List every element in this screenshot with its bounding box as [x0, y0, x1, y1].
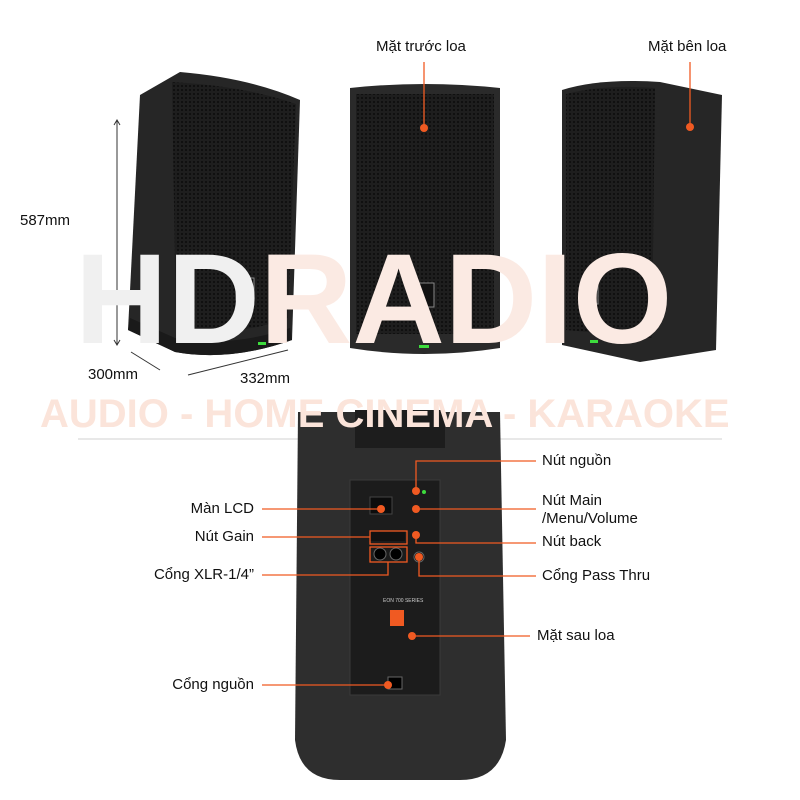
label-xlr: Cổng XLR-1/4”: [153, 566, 254, 583]
width-dimension: 332mm: [240, 370, 291, 387]
label-rear-panel: Mặt sau loa: [537, 627, 615, 644]
front-view-label: Mặt trước loa: [376, 38, 466, 55]
callout-dots: [377, 123, 694, 689]
divider: [440, 438, 722, 440]
dimension-arrows: [113, 119, 289, 376]
label-power-button: Nút nguồn: [542, 452, 612, 469]
series-label: EON 700 SERIES: [383, 598, 424, 604]
divider: [78, 438, 440, 440]
label-main-button-2: /Menu/Volume: [542, 510, 638, 527]
speaker-front-view: [350, 84, 500, 354]
label-lcd: Màn LCD: [190, 500, 254, 517]
label-gain: Nút Gain: [194, 528, 254, 545]
speaker-rear-view: [295, 410, 506, 780]
watermark-tagline: AUDIO - HOME CINEMA - KARAOKE: [40, 392, 730, 436]
speaker-angled-view: [128, 72, 300, 356]
label-back-button: Nút back: [542, 533, 602, 550]
label-pass-thru: Cổng Pass Thru: [542, 567, 651, 584]
depth-dimension: 300mm: [88, 366, 139, 383]
label-power-port: Cổng nguồn: [172, 676, 254, 693]
watermark-brand: HDRADIO: [75, 228, 673, 371]
side-view-label: Mặt bên loa: [648, 38, 727, 55]
speaker-side-view: [562, 81, 722, 362]
label-main-button: Nút Main: [542, 492, 603, 509]
height-dimension: 587mm: [20, 212, 71, 229]
